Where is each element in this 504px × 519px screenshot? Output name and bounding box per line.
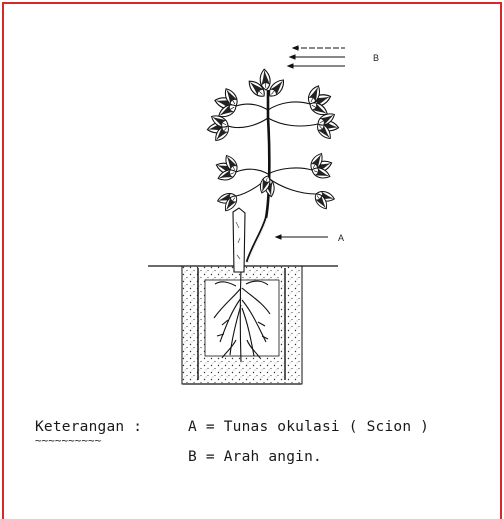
legend-item-b: B = Arah angin. [188,449,322,465]
pointer-a [276,235,328,239]
label-b: B [373,53,379,63]
rootstock-stump [233,208,245,272]
wind-arrows [288,46,345,68]
legend-heading: Keterangan : [35,419,142,435]
scion-shoot [247,90,269,262]
legend-underline: ~~~~~~~~~~ [35,434,101,447]
label-a: A [338,233,344,243]
planting-pit [182,266,302,384]
legend-item-a: A = Tunas okulasi ( Scion ) [188,419,429,435]
leaves-upper [207,69,340,144]
